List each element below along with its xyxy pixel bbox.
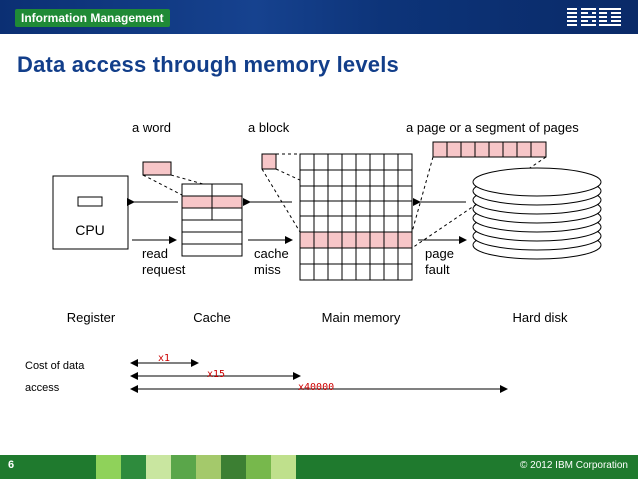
level-cache: Cache <box>193 310 231 325</box>
page-strip <box>432 141 547 158</box>
brand-label: Information Management <box>15 9 170 27</box>
label-a-page: a page or a segment of pages <box>406 120 579 135</box>
level-register: Register <box>67 310 116 325</box>
fault-label: fault <box>425 262 450 277</box>
request-label: request <box>142 262 186 277</box>
level-hard-disk: Hard disk <box>513 310 568 325</box>
level-arrows <box>127 198 467 244</box>
page-number: 6 <box>8 459 15 471</box>
main-memory-grid <box>299 153 413 281</box>
header-bar: Information Management <box>0 0 638 34</box>
label-a-block: a block <box>248 120 290 135</box>
read-label: read <box>142 246 168 261</box>
page-label: page <box>425 246 454 261</box>
block-box <box>261 153 277 170</box>
miss-label: miss <box>254 262 281 277</box>
cpu-label: CPU <box>75 222 105 238</box>
cost-label-line1: Cost of data <box>25 360 85 372</box>
factor-x40000: x40000 <box>298 382 334 393</box>
word-box <box>142 161 172 176</box>
cache-label: cache <box>254 246 289 261</box>
hard-disk-stack <box>472 167 602 260</box>
page-title: Data access through memory levels <box>17 52 399 77</box>
label-a-word: a word <box>132 120 171 135</box>
memory-hierarchy-diagram: a word a block a page or a segment of pa… <box>25 120 602 394</box>
cache-grid <box>181 183 243 257</box>
ibm-logo-icon <box>567 6 621 28</box>
register-box: CPU <box>52 175 129 250</box>
footer-mosaic <box>96 455 296 479</box>
factor-x15: x15 <box>207 369 225 380</box>
copyright-text: © 2012 IBM Corporation <box>520 460 628 471</box>
footer-bar: 6 © 2012 IBM Corporation <box>0 455 638 479</box>
factor-x1: x1 <box>158 353 170 364</box>
cost-arrows <box>130 359 508 393</box>
cost-label-line2: access <box>25 382 60 394</box>
level-main-memory: Main memory <box>322 310 401 325</box>
